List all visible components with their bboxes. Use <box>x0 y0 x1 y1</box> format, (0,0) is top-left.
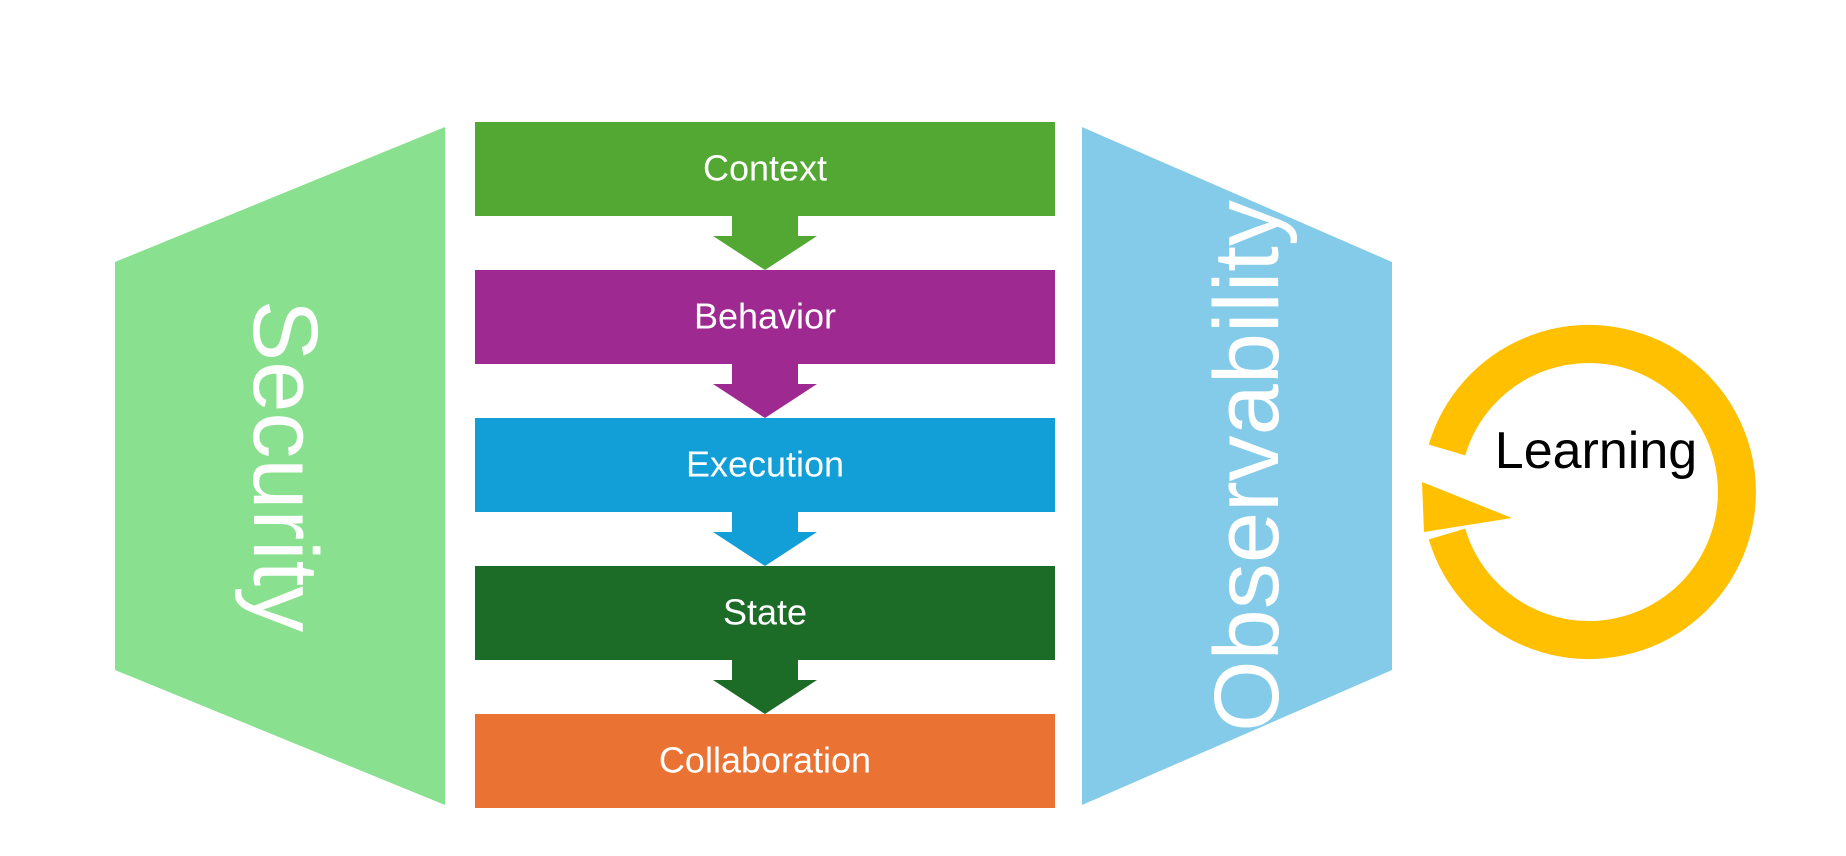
layer-box <box>475 122 1055 216</box>
layer-label: Collaboration <box>659 740 871 781</box>
layer-label: State <box>723 592 807 633</box>
observability-pillar: Observability <box>1082 127 1392 805</box>
layer-stack: Context Behavior Execution State Collabo… <box>475 122 1055 808</box>
down-arrow-icon <box>713 512 817 566</box>
layer-execution: Execution <box>475 418 1055 512</box>
layer-label: Behavior <box>694 296 836 337</box>
layer-state: State <box>475 566 1055 660</box>
learning-label: Learning <box>1495 422 1697 480</box>
observability-label: Observability <box>1196 200 1298 732</box>
learning-cycle: Learning <box>1422 325 1756 659</box>
cycle-arrow-icon <box>1428 325 1756 659</box>
layer-behavior: Behavior <box>475 270 1055 364</box>
cycle-arrowhead-icon <box>1422 482 1512 532</box>
layer-collaboration: Collaboration <box>475 714 1055 808</box>
observability-pillar-shape <box>1082 127 1392 805</box>
down-arrow-icon <box>713 216 817 270</box>
security-label: Security <box>234 300 336 632</box>
down-arrow-icon <box>713 364 817 418</box>
layer-context: Context <box>475 122 1055 216</box>
layer-box <box>475 418 1055 512</box>
layer-box <box>475 714 1055 808</box>
layer-label: Context <box>703 148 827 189</box>
layer-box <box>475 270 1055 364</box>
security-pillar: Security <box>115 127 445 805</box>
layer-box <box>475 566 1055 660</box>
layer-label: Execution <box>686 444 844 485</box>
security-pillar-shape <box>115 127 445 805</box>
down-arrow-icon <box>713 660 817 714</box>
